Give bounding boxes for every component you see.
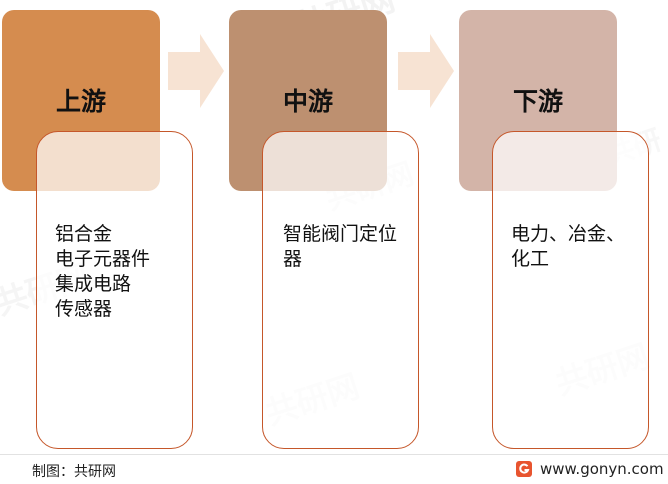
list-item: 器 [283,248,303,270]
list-item: 电子元器件 [55,248,151,270]
list-item: 电力、冶金、 [511,223,626,245]
upstream-items-box: 铝合金 电子元器件 集成电路 传感器 [36,131,193,449]
list-item: 集成电路 [55,273,132,295]
arrow-right-icon [168,34,224,108]
downstream-items-box: 电力、冶金、 化工 [492,131,649,449]
list-item: 传感器 [55,298,113,320]
arrow-right-icon [398,34,454,108]
chart-credit: 制图：共研网 [32,464,116,480]
midstream-items: 智能阀门定位 器 [283,222,412,272]
list-item: 智能阀门定位 [283,223,398,245]
upstream-items: 铝合金 电子元器件 集成电路 传感器 [55,222,186,322]
website-link[interactable]: www.gonyn.com [540,460,664,478]
upstream-title: 上游 [55,87,106,116]
list-item: 化工 [511,248,550,270]
gonyn-logo-icon [516,461,532,477]
list-item: 铝合金 [55,223,113,245]
downstream-items: 电力、冶金、 化工 [511,222,642,272]
downstream-title: 下游 [512,87,563,116]
midstream-items-box: 智能阀门定位 器 [262,131,419,449]
midstream-title: 中游 [282,87,333,116]
footer-divider [0,454,668,455]
